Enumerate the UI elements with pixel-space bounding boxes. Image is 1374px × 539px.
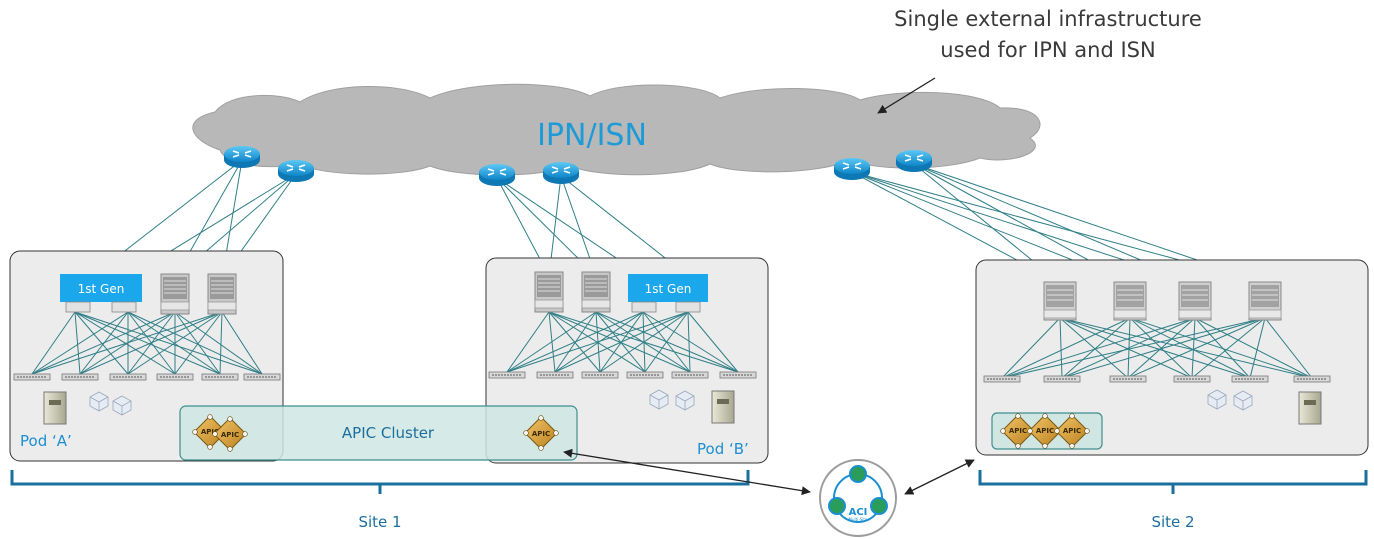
cloud-label: IPN/ISN xyxy=(537,118,647,153)
leaf-switch-icon xyxy=(488,371,526,379)
server-icon xyxy=(43,391,67,425)
aci-sub-label: Multi-Site xyxy=(849,517,868,522)
aci-label: ACI xyxy=(849,507,868,518)
leaf-switch-icon xyxy=(1043,375,1081,383)
annotation-line-1: Single external infrastructure xyxy=(894,7,1202,31)
server-icon xyxy=(711,390,735,424)
spine-switch-icon xyxy=(534,271,564,313)
router-icon xyxy=(223,145,261,169)
apic-controller-icon: APIC xyxy=(1054,413,1090,449)
site-2-apic-cluster: APIC APIC APIC xyxy=(991,412,1103,450)
leaf-switch-icon xyxy=(1293,375,1331,383)
site-1-label: Site 1 xyxy=(358,513,401,531)
leaf-switch-icon xyxy=(1173,375,1211,383)
spine-switch-icon xyxy=(207,273,237,315)
site-1-bracket xyxy=(10,470,750,494)
pod-b-gen-label: 1st Gen xyxy=(645,282,692,296)
first-gen-spine-box xyxy=(628,274,708,302)
pod-a-gen-label: 1st Gen xyxy=(78,282,125,296)
svg-text:APIC: APIC xyxy=(1009,427,1027,435)
leaf-switch-icon xyxy=(536,371,574,379)
pod-b-fabric-links xyxy=(506,311,739,373)
apic-controller-icon: APIC xyxy=(523,415,559,451)
site-2-bracket xyxy=(978,470,1368,494)
ipn-isn-cloud: IPN/ISN xyxy=(192,83,1041,176)
leaf-switch-icon xyxy=(719,371,757,379)
router-icon xyxy=(542,161,580,185)
leaf-switch-icon xyxy=(581,371,619,379)
leaf-switch-icon xyxy=(1231,375,1269,383)
site-2-label: Site 2 xyxy=(1151,513,1194,531)
pod-a-label: Pod ‘A’ xyxy=(20,432,72,450)
router-icon xyxy=(277,159,315,183)
svg-text:APIC: APIC xyxy=(532,430,550,438)
svg-text:APIC: APIC xyxy=(221,431,239,439)
aci-multi-site-orchestrator: ACI Multi-Site xyxy=(819,459,897,537)
spine-switch-icon xyxy=(1043,281,1077,321)
spine-switch-icon xyxy=(1178,281,1212,321)
svg-text:APIC: APIC xyxy=(201,428,219,436)
svg-text:APIC: APIC xyxy=(1063,427,1081,435)
site-2-fabric-links xyxy=(1001,317,1313,379)
leaf-switch-icon xyxy=(1109,375,1147,383)
router-icon xyxy=(833,157,871,181)
apic-cluster-label: APIC Cluster xyxy=(342,424,435,442)
leaf-switch-icon xyxy=(13,373,51,381)
annotation-line-2: used for IPN and ISN xyxy=(940,38,1155,62)
spine-switch-icon xyxy=(581,271,611,313)
leaf-switch-icon xyxy=(156,373,194,381)
spine-switch-icon xyxy=(160,273,190,315)
apic-controller-icon: APIC xyxy=(192,414,228,450)
router-icon xyxy=(895,149,933,173)
spine-switch-icon xyxy=(1113,281,1147,321)
apic-controller-icon: APIC xyxy=(1000,413,1036,449)
leaf-switch-icon xyxy=(983,375,1021,383)
leaf-switch-icon xyxy=(109,373,147,381)
site-2-fabric: APIC APIC APIC xyxy=(975,259,1369,456)
svg-text:APIC: APIC xyxy=(1036,427,1054,435)
spine-switch-icon xyxy=(1248,281,1282,321)
apic-controller-icon: APIC xyxy=(212,416,248,452)
orchestrator-arrow-site-2 xyxy=(904,459,975,495)
pod-b-label: Pod ‘B’ xyxy=(697,440,749,458)
leaf-switch-icon xyxy=(201,373,239,381)
leaf-switch-icon xyxy=(626,371,664,379)
leaf-switch-icon xyxy=(671,371,709,379)
leaf-switch-icon xyxy=(243,373,281,381)
orchestrator-arrow-site-1 xyxy=(563,448,811,496)
pod-a-fabric-links xyxy=(31,311,263,375)
leaf-switch-icon xyxy=(61,373,99,381)
annotation-arrow xyxy=(877,77,936,114)
apic-controller-icon: APIC xyxy=(1027,413,1063,449)
server-icon xyxy=(1298,391,1322,425)
first-gen-spine-box xyxy=(60,274,142,302)
router-icon xyxy=(478,163,516,187)
apic-cluster: APIC Cluster APIC APIC APIC xyxy=(179,405,578,461)
